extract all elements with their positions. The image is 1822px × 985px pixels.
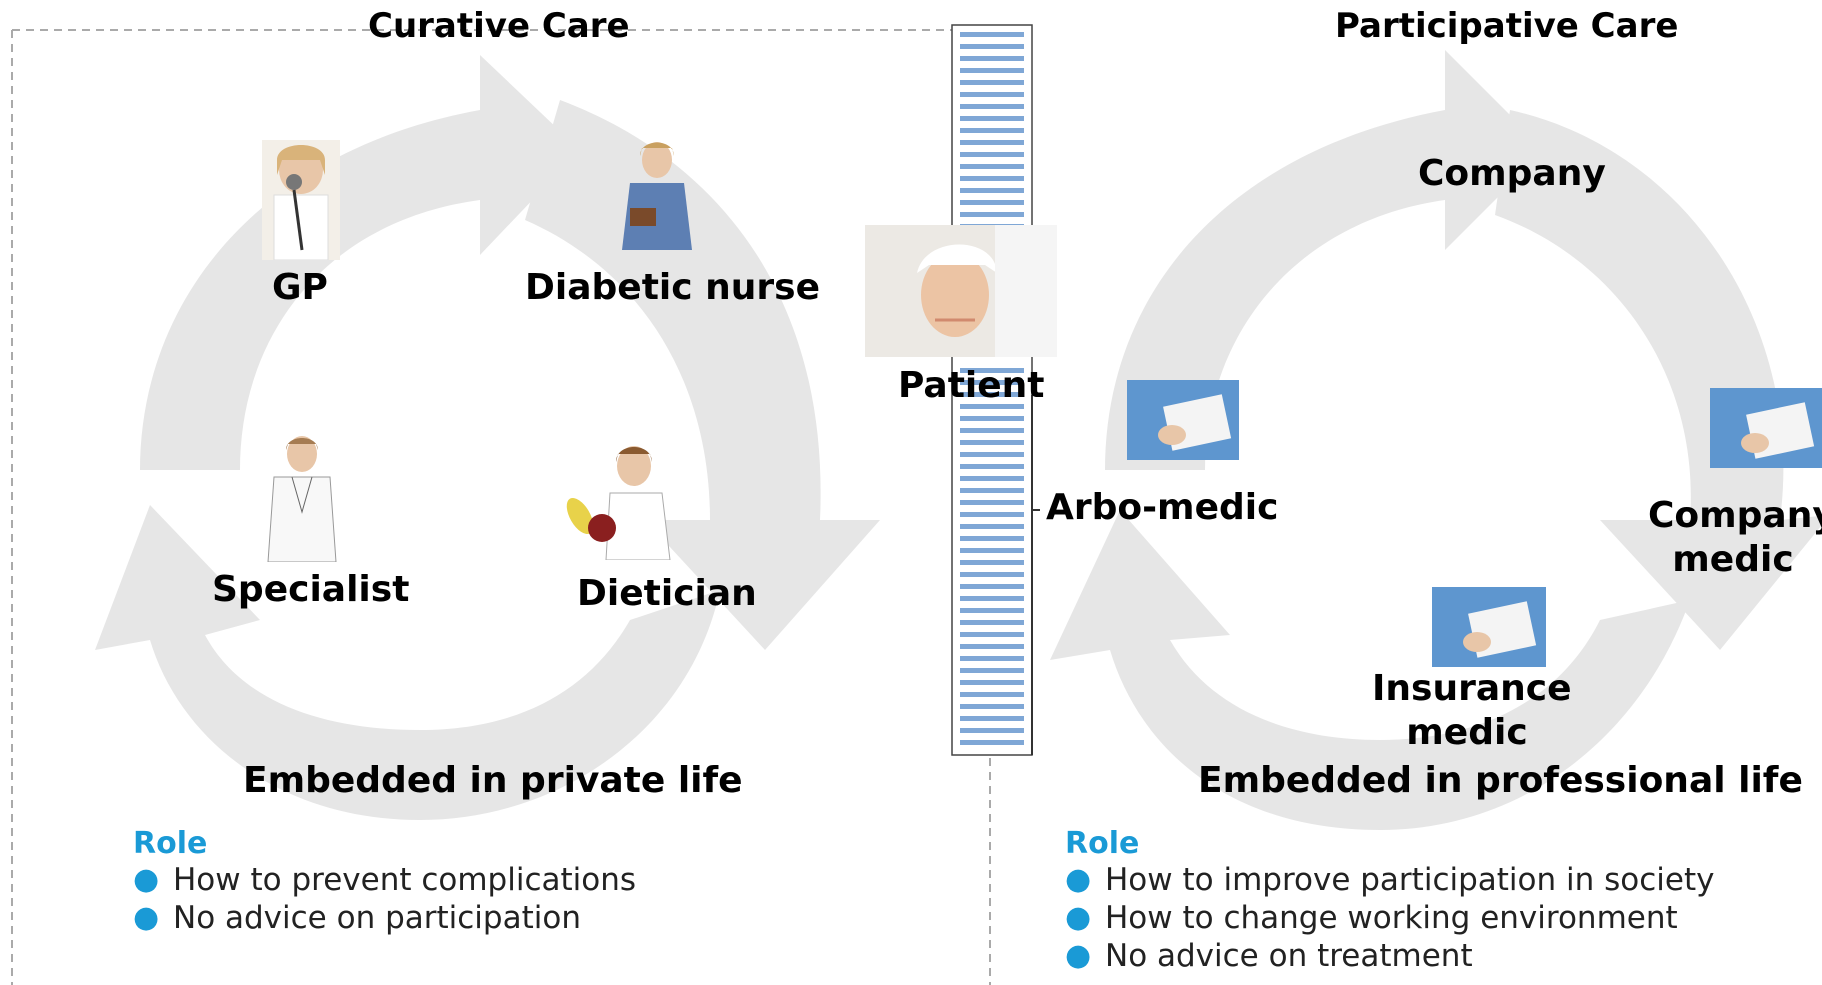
right-role-block: Role ●How to improve participation in so…: [1065, 826, 1714, 975]
company-label: Company: [1418, 153, 1606, 194]
bullet-dot-icon: ●: [133, 900, 160, 935]
list-item: ●How to prevent complications: [133, 862, 637, 898]
dietician-label: Dietician: [577, 573, 757, 614]
company-medic-label: Company medic: [1648, 495, 1822, 580]
right-embedded-label: Embedded in professional life: [1198, 760, 1803, 801]
dietician-photo: [562, 438, 674, 560]
left-role-heading: Role: [133, 826, 208, 861]
right-role-list: ●How to improve participation in society…: [1065, 861, 1714, 975]
left-cycle-arrows-icon: [95, 55, 880, 820]
insurance-medic-label: Insurance medic: [1372, 668, 1572, 753]
insurance-medic-photo: [1432, 587, 1546, 667]
list-item: ●How to change working environment: [1065, 900, 1678, 936]
right-title: Participative Care: [1335, 6, 1679, 46]
left-embedded-label: Embedded in private life: [243, 760, 743, 801]
diabetic-nurse-label: Diabetic nurse: [525, 267, 820, 308]
right-cycle-arrows-icon: [1050, 50, 1822, 830]
patient-label: Patient: [898, 365, 1045, 406]
arbo-medic-photo: [1127, 380, 1239, 460]
list-item: ●No advice on participation: [133, 900, 581, 936]
patient-column: [951, 24, 1040, 756]
list-item: ●No advice on treatment: [1065, 938, 1473, 974]
left-role-list: ●How to prevent complications ●No advice…: [133, 861, 636, 937]
patient-photo: [865, 225, 1057, 357]
bullet-dot-icon: ●: [133, 862, 160, 897]
diabetic-nurse-photo: [612, 138, 702, 250]
company-medic-photo: [1710, 388, 1822, 468]
specialist-photo: [262, 432, 342, 562]
list-item: ●How to improve participation in society: [1065, 862, 1715, 898]
arbo-medic-label: Arbo-medic: [1046, 487, 1279, 528]
bullet-dot-icon: ●: [1065, 900, 1092, 935]
gp-label: GP: [272, 267, 328, 308]
bullet-dot-icon: ●: [1065, 938, 1092, 973]
left-role-block: Role ●How to prevent complications ●No a…: [133, 826, 636, 937]
left-title: Curative Care: [368, 6, 630, 46]
right-role-heading: Role: [1065, 826, 1140, 861]
gp-photo: [262, 140, 340, 260]
bullet-dot-icon: ●: [1065, 862, 1092, 897]
specialist-label: Specialist: [212, 569, 410, 610]
